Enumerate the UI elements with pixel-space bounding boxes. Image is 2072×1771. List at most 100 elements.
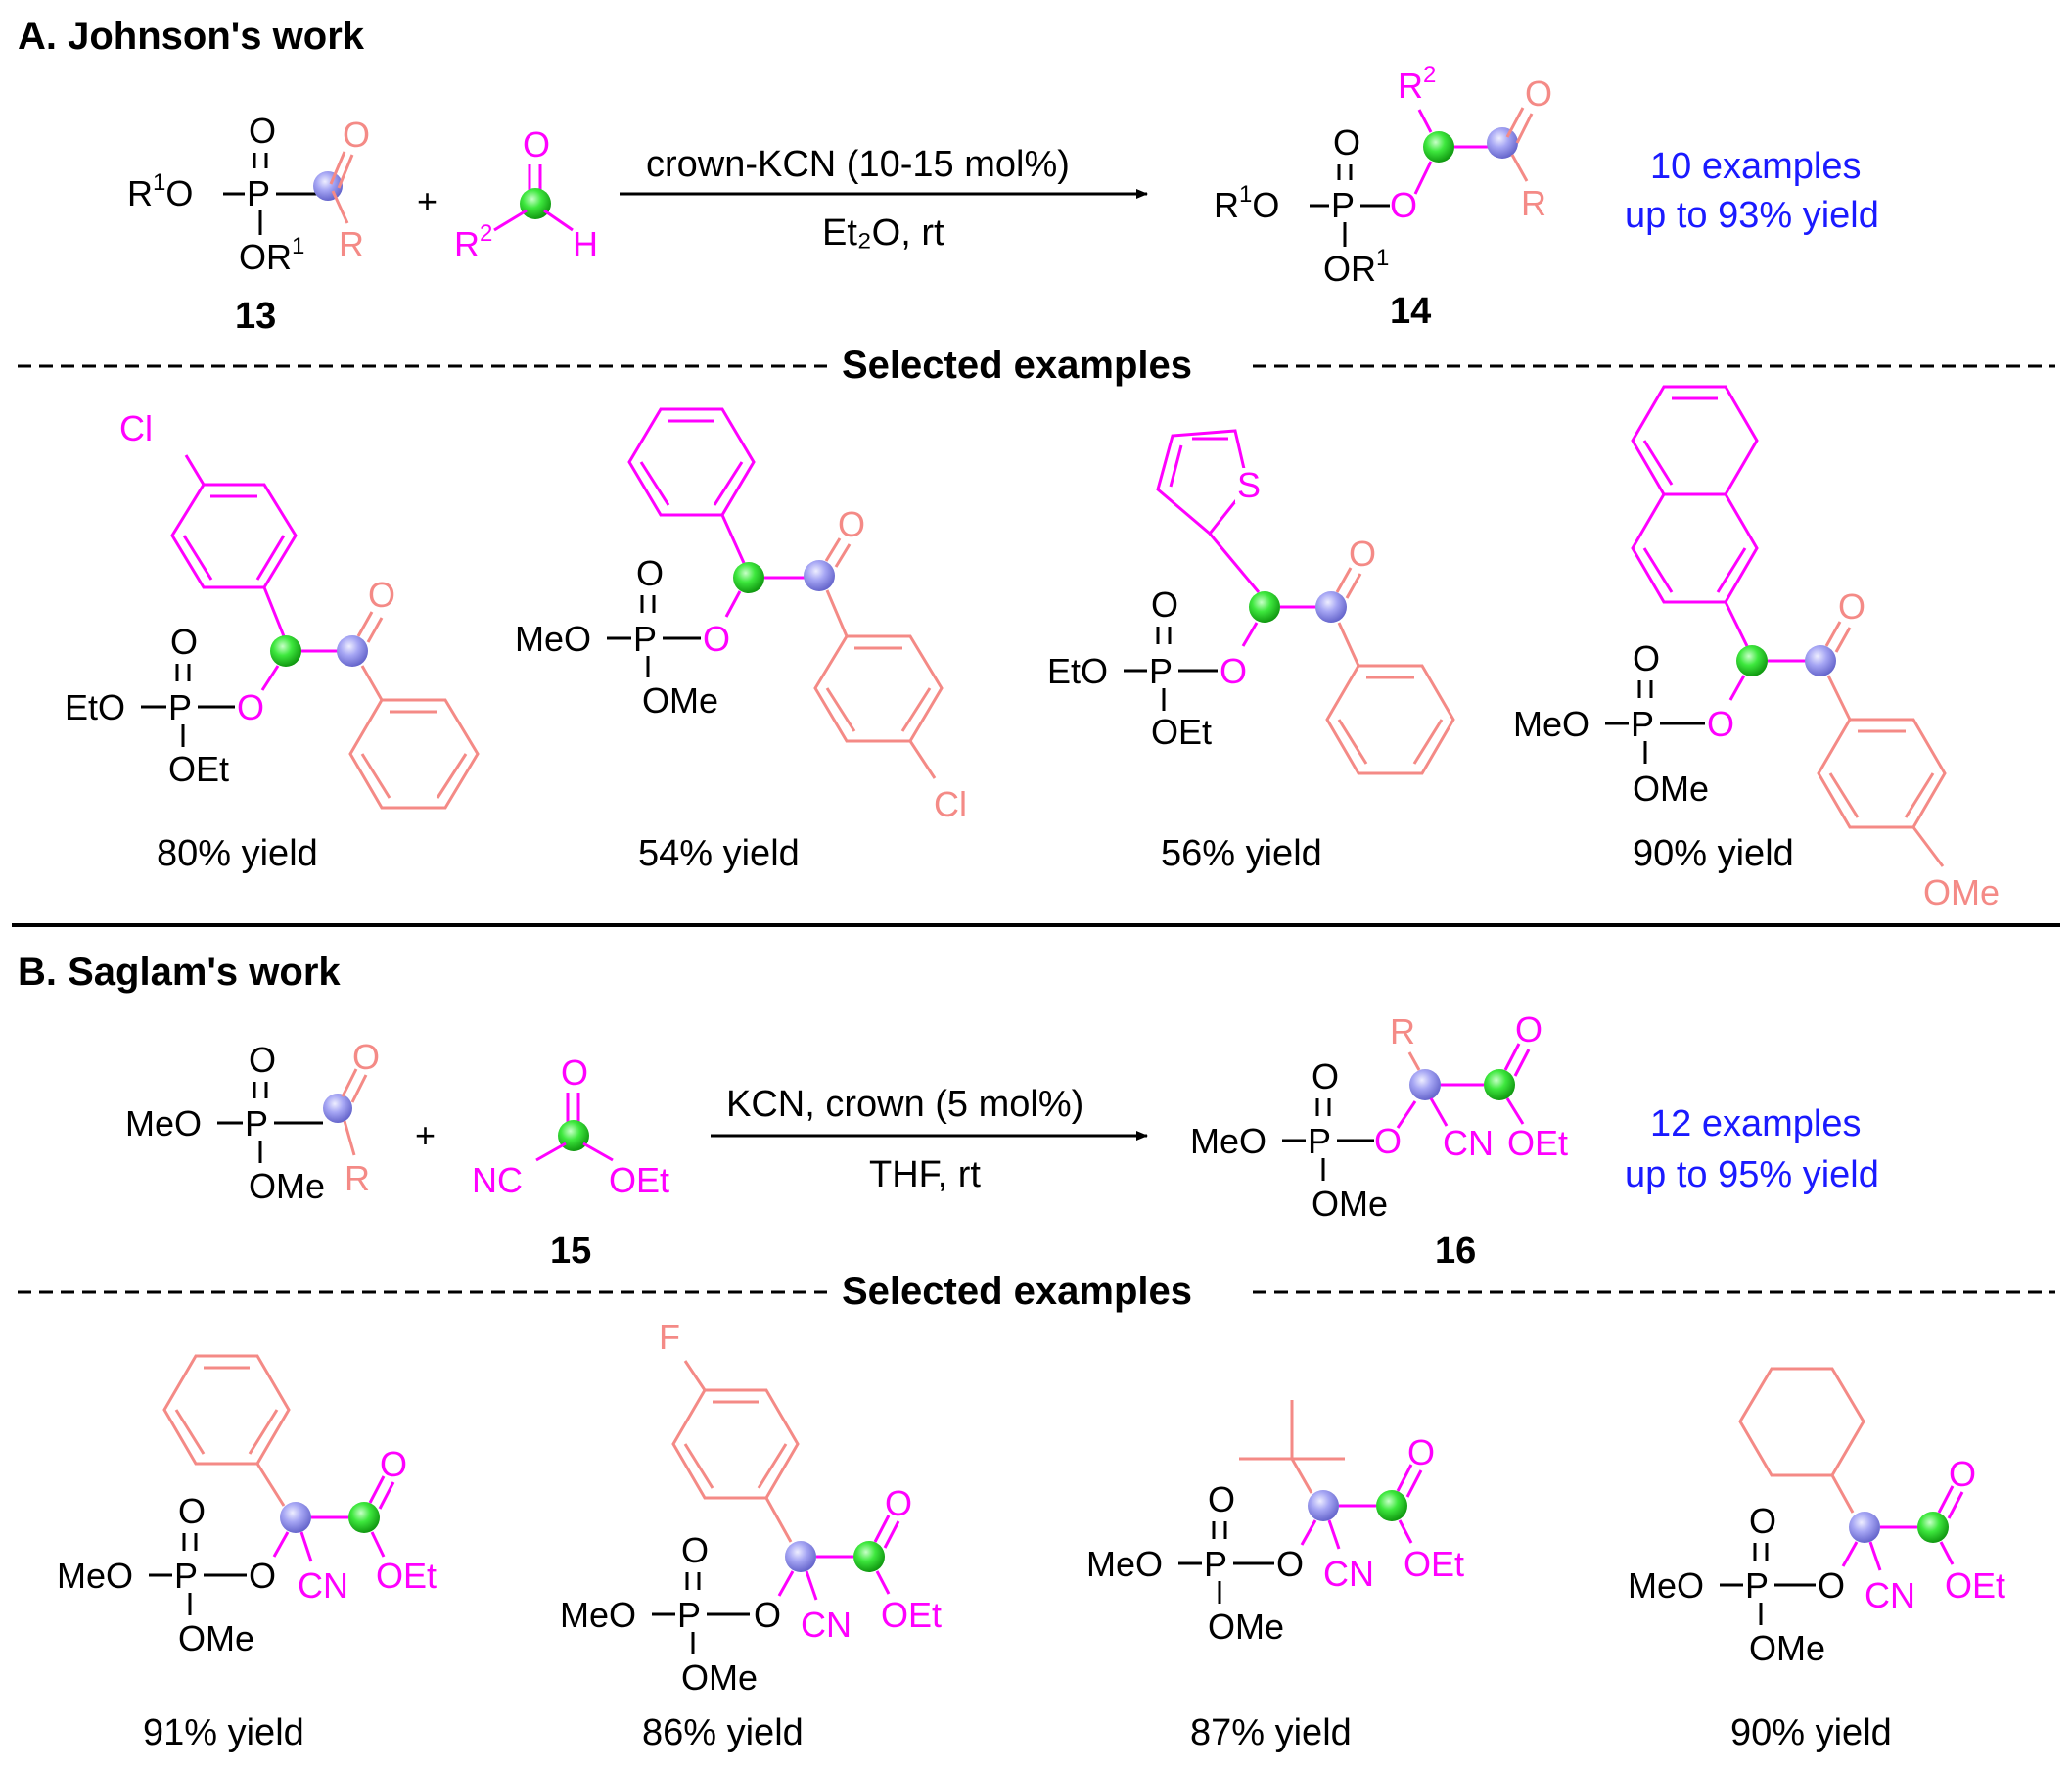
atom-label-p: P: [1331, 185, 1355, 225]
example-a4: O OMe O MeO P O OMe 90% yield: [1513, 385, 2000, 912]
atom-label-eto: EtO: [65, 687, 125, 727]
atom-label-r1o: R1O: [127, 169, 193, 213]
atom-label-o: O: [1515, 1009, 1542, 1049]
atom-label-meo: MeO: [515, 619, 591, 659]
yield-label: 87% yield: [1190, 1712, 1352, 1753]
carbinol-carbon-dot: [733, 562, 764, 593]
carbonyl-carbon-dot: [337, 635, 368, 667]
atom-label-cl: Cl: [934, 784, 967, 824]
atom-label-o: O: [249, 1040, 276, 1080]
atom-label-cn: CN: [1323, 1554, 1374, 1594]
atom-label-o: O: [1276, 1544, 1304, 1584]
carbonyl-carbon-dot: [1487, 127, 1518, 159]
atom-label-oet: OEt: [168, 749, 229, 789]
atom-label-ome: OMe: [1312, 1184, 1388, 1224]
atom-label-p: P: [1631, 704, 1654, 744]
atom-label-meo: MeO: [560, 1595, 636, 1635]
example-b4: O OEt CN O MeO P O OMe 90% yield: [1628, 1367, 2005, 1753]
atom-label-o: O: [1208, 1479, 1235, 1519]
example-b3: O OEt CN O MeO P O OMe 87% yield: [1086, 1400, 1464, 1753]
example-a3: S O O EtO P O OEt 56% yield: [1047, 429, 1455, 874]
atom-label-h: H: [573, 224, 598, 264]
atom-label-oet: OEt: [1151, 712, 1212, 752]
atom-label-o: O: [352, 1037, 380, 1077]
reagent-15: O NC OEt 15: [472, 1052, 669, 1272]
atom-label-o: O: [1220, 651, 1247, 691]
atom-label-o: O: [523, 124, 550, 164]
atom-label-ome: OMe: [642, 680, 718, 721]
atom-label-p: P: [677, 1595, 701, 1635]
atom-label-meo: MeO: [1628, 1565, 1704, 1606]
section-a-heading: A. Johnson's work: [18, 15, 365, 58]
atom-label-p: P: [247, 173, 270, 213]
atom-label-nc: NC: [472, 1160, 523, 1200]
atom-label-meo: MeO: [125, 1103, 202, 1143]
atom-label-o: O: [1749, 1501, 1776, 1541]
yield-label: 91% yield: [143, 1712, 304, 1753]
selected-examples-label: Selected examples: [842, 1270, 1192, 1313]
atom-label-o: O: [249, 111, 276, 151]
atom-label-o: O: [237, 687, 264, 727]
atom-label-p: P: [633, 619, 657, 659]
acyl-carbon-dot: [323, 1094, 352, 1123]
atom-label-ome: OMe: [1923, 872, 2000, 912]
atom-label-o: O: [1333, 122, 1360, 163]
atom-label-r: R: [345, 1158, 370, 1198]
aldehyde-carbon-dot: [520, 188, 551, 219]
atom-label-cl: Cl: [119, 408, 153, 448]
atom-label-cn: CN: [1443, 1123, 1494, 1163]
atom-label-cn: CN: [298, 1565, 348, 1606]
atom-label-cn: CN: [1865, 1575, 1915, 1615]
carbinol-carbon-dot: [1423, 131, 1454, 163]
selected-examples-label: Selected examples: [842, 344, 1192, 387]
atom-label-oet: OEt: [609, 1160, 669, 1200]
yield-label: 90% yield: [1633, 833, 1794, 874]
atom-label-o: O: [1151, 584, 1178, 625]
quaternary-carbon-dot: [1849, 1512, 1880, 1543]
atom-label-eto: EtO: [1047, 651, 1108, 691]
quaternary-carbon-dot: [785, 1541, 816, 1572]
atom-label-f: F: [659, 1317, 680, 1357]
yield-label: 80% yield: [157, 833, 318, 874]
atom-label-o: O: [1838, 586, 1865, 627]
quaternary-carbon-dot: [280, 1502, 311, 1533]
condition-bottom-a: Et₂O, rt: [822, 212, 944, 254]
atom-label-meo: MeO: [1513, 704, 1589, 744]
atom-label-r2: R2: [454, 220, 492, 264]
atom-label-o: O: [170, 622, 198, 662]
condition-bottom-b: THF, rt: [869, 1154, 981, 1195]
atom-label-o: O: [1707, 704, 1734, 744]
atom-label-meo: MeO: [1190, 1121, 1266, 1161]
ester-carbon-dot: [1484, 1069, 1515, 1100]
atom-label-o: O: [1818, 1565, 1845, 1606]
summary-b-line1: 12 examples: [1650, 1103, 1861, 1144]
atom-label-o: O: [1390, 185, 1417, 225]
atom-label-p: P: [1149, 651, 1173, 691]
atom-label-o: O: [1525, 73, 1552, 114]
atom-label-o: O: [1374, 1121, 1402, 1161]
atom-label-o: O: [838, 504, 865, 544]
example-b1: O OEt CN O MeO P O OMe 91% yield: [57, 1354, 437, 1753]
atom-label-cn: CN: [801, 1605, 852, 1645]
atom-label-or1: OR1: [239, 233, 304, 277]
atom-label-r2: R2: [1398, 62, 1436, 106]
quaternary-carbon-dot: [1308, 1490, 1339, 1521]
ester-carbon-dot: [348, 1502, 380, 1533]
atom-label-oet: OEt: [881, 1595, 942, 1635]
atom-label-ome: OMe: [178, 1618, 254, 1658]
atom-label-o: O: [1312, 1056, 1339, 1096]
example-a1: Cl O O EtO P O OEt 80% yield: [65, 408, 480, 874]
ester-carbon-dot: [853, 1541, 885, 1572]
example-b2: F O OEt CN O MeO P O OMe 86% yield: [560, 1317, 942, 1753]
atom-label-ome: OMe: [249, 1166, 325, 1206]
compound-number-14: 14: [1390, 291, 1431, 332]
atom-label-p: P: [245, 1103, 268, 1143]
atom-label-o: O: [1349, 534, 1376, 574]
atom-label-p: P: [1745, 1565, 1769, 1606]
product-16: MeO P O OMe O R CN O OEt 16: [1190, 1009, 1568, 1272]
quaternary-carbon-dot: [1409, 1069, 1441, 1100]
atom-label-p: P: [174, 1556, 198, 1596]
atom-label-r: R: [339, 224, 364, 264]
atom-label-ome: OMe: [681, 1657, 758, 1698]
